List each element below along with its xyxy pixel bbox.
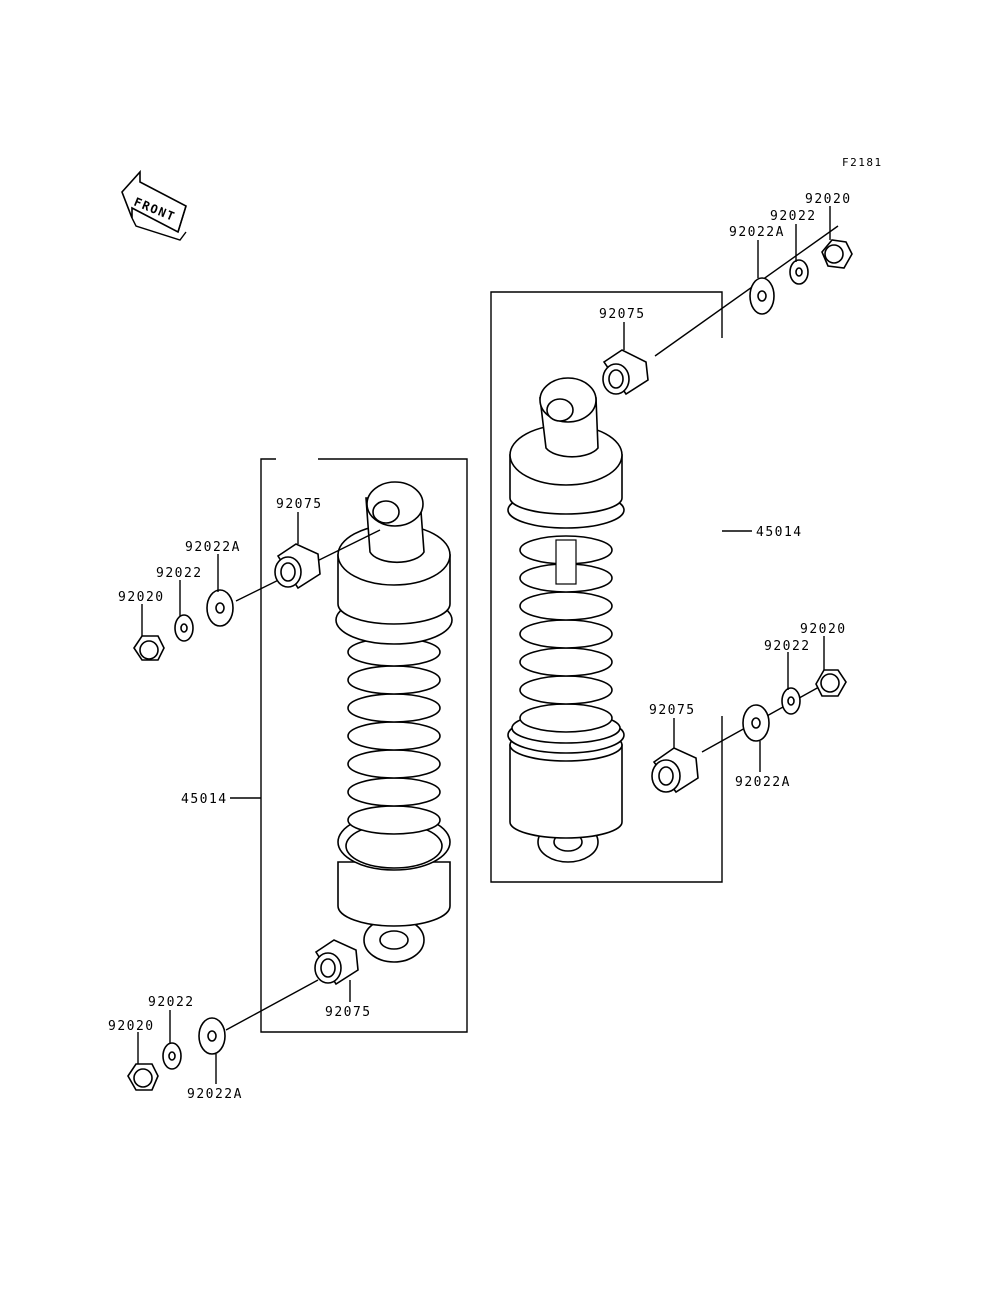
right-top-collar (602, 349, 649, 396)
left-bottom-washer (162, 1042, 182, 1070)
right-bottom-collar-label: 92075 (649, 703, 696, 718)
right-bottom-collar (651, 747, 699, 794)
left-bottom-washer-label: 92022 (148, 995, 195, 1010)
right-top-washer-label: 92022 (770, 209, 817, 224)
left-bottom-nut-label: 92020 (108, 1019, 155, 1034)
right-top-nut (821, 239, 853, 269)
right-top-washer-a (749, 277, 775, 315)
left-shock-group: 92075 92022A 92022 92020 45014 (108, 458, 468, 1102)
left-top-washer-a-label: 92022A (185, 540, 241, 555)
figure-code: F2181 (842, 156, 883, 169)
right-bottom-washer-label: 92022 (764, 639, 811, 654)
right-shock-absorber (507, 377, 625, 863)
left-shock-absorber (335, 481, 453, 963)
right-shock-group: 92075 92022A 92022 92020 45014 (490, 192, 853, 883)
right-bottom-nut-label: 92020 (800, 622, 847, 637)
right-bottom-washer-a-label: 92022A (735, 775, 791, 790)
right-assembly-label: 45014 (756, 525, 803, 540)
right-bottom-washer-a (742, 704, 770, 742)
right-top-washer (789, 259, 809, 285)
left-bottom-nut (127, 1063, 159, 1091)
left-top-nut (133, 635, 165, 661)
left-bottom-washer-a-label: 92022A (187, 1087, 243, 1102)
right-bottom-nut (815, 669, 847, 697)
left-spring (347, 637, 441, 835)
left-bottom-collar-label: 92075 (325, 1005, 372, 1020)
right-top-nut-label: 92020 (805, 192, 852, 207)
left-top-collar-label: 92075 (276, 497, 323, 512)
left-top-collar (274, 543, 321, 590)
left-bottom-washer-a (198, 1017, 226, 1055)
left-top-washer-label: 92022 (156, 566, 203, 581)
right-assembly-bracket (490, 291, 723, 883)
left-bottom-collar (314, 939, 359, 986)
left-top-washer (174, 614, 194, 642)
left-top-washer-a (206, 589, 234, 627)
right-top-collar-label: 92075 (599, 307, 646, 322)
front-direction-arrow: FRONT (121, 169, 187, 241)
left-assembly-label: 45014 (181, 792, 228, 807)
right-top-washer-a-label: 92022A (729, 225, 785, 240)
right-bottom-washer (781, 687, 801, 715)
left-top-nut-label: 92020 (118, 590, 165, 605)
right-spring (519, 535, 613, 733)
